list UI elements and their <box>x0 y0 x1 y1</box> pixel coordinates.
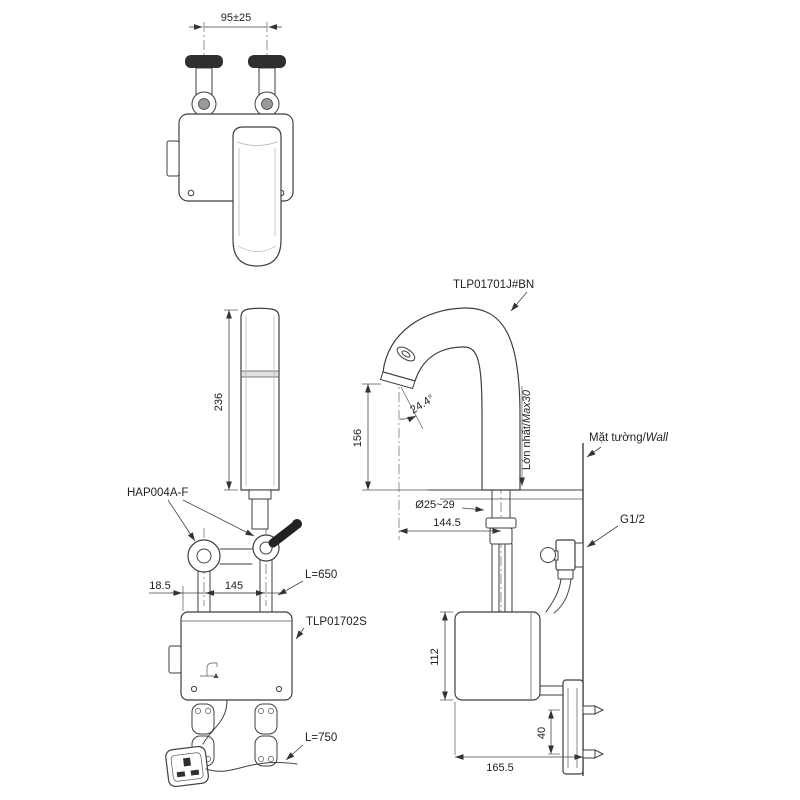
spout-angle-annotation: 24.4° <box>399 386 437 430</box>
controller-box-side <box>454 611 541 701</box>
top-view: 95±25 <box>166 12 294 267</box>
hose-connector <box>489 527 513 545</box>
side-view: TLP01701J#BN 24.4° 156 Lớn nhất/Max30 <box>352 279 668 776</box>
valve-lever-handle <box>268 521 300 548</box>
g12-text: G1/2 <box>620 514 645 526</box>
mixing-valve-assembly <box>187 519 302 613</box>
dim-185-text: 18.5 <box>149 580 170 592</box>
dim-156-text: 156 <box>352 429 364 447</box>
dim-156-annotation: 156 <box>352 383 428 491</box>
front-view: 236 HAP004A-F 18.5 145 TLP0 <box>127 307 367 788</box>
hose-length-label: L=650 <box>277 569 337 596</box>
wall-screw <box>582 749 605 759</box>
dim-95-text: 95±25 <box>221 12 252 24</box>
l650-text: L=650 <box>305 569 337 581</box>
valve-part-label: HAP004A-F <box>127 487 255 542</box>
faucet-icon <box>200 662 218 677</box>
dia-text: Ø25~29 <box>415 499 454 511</box>
screw <box>187 189 195 197</box>
water-drop-icon <box>213 673 219 678</box>
dim-40-annotation: 40 <box>536 709 560 755</box>
spout-outlet-face <box>379 371 416 390</box>
dim-145-text: 145 <box>225 580 243 592</box>
max30-text: Lớn nhất/Max30 <box>521 389 533 470</box>
dim-95-annotation: 95±25 <box>189 12 282 30</box>
angle-stop-valve <box>540 539 584 614</box>
cord-length-label: L=750 <box>285 732 337 761</box>
gooseneck-spout-side-view <box>379 307 521 491</box>
dim-1655-annotation: 165.5 <box>454 702 583 774</box>
dim-236-annotation: 236 <box>213 309 238 491</box>
model-label: TLP01701J#BN <box>453 279 534 312</box>
dim-185-145-annotation: 18.5 145 <box>149 580 281 611</box>
dim-40-text: 40 <box>536 727 548 739</box>
dim-1655-text: 165.5 <box>486 762 514 774</box>
controller-label: TLP01702S <box>295 616 367 640</box>
box-side-tab <box>168 645 182 674</box>
power-cord <box>205 762 298 772</box>
wall-label: Mặt tường/Wall <box>586 432 668 458</box>
power-cord-and-plug <box>165 699 298 788</box>
controller-box-front <box>168 611 293 701</box>
hap004a-text: HAP004A-F <box>127 487 188 499</box>
power-plug <box>165 745 209 788</box>
valve-handle <box>540 547 556 563</box>
max-thickness-annotation: Lớn nhất/Max30 <box>519 386 533 486</box>
left-supply-post <box>185 55 223 117</box>
faucet-body-front-view <box>240 307 280 530</box>
wall-text: Mặt tường/Wall <box>589 432 668 444</box>
dim-112-annotation: 112 <box>429 611 453 701</box>
dim-236-text: 236 <box>213 393 225 411</box>
screw <box>190 685 198 693</box>
l750-text: L=750 <box>305 732 337 744</box>
right-supply-post <box>248 55 286 117</box>
angle-text: 24.4° <box>408 393 436 417</box>
wall-screw <box>582 705 605 715</box>
spout-cylinder-top-view <box>232 126 282 267</box>
dim-112-text: 112 <box>429 648 441 666</box>
hole-diameter-annotation: Ø25~29 <box>415 499 485 513</box>
dim-1445-text: 144.5 <box>433 517 461 529</box>
shank-and-hoses <box>485 489 517 613</box>
mounting-bracket <box>539 679 605 775</box>
tlp01702s-text: TLP01702S <box>306 616 367 628</box>
mounting-nut <box>485 517 517 529</box>
side-tab <box>166 140 180 177</box>
dim-1445-annotation: 144.5 <box>399 517 501 534</box>
thread-label: G1/2 <box>586 514 645 548</box>
screw <box>275 685 283 693</box>
tlp01701j-text: TLP01701J#BN <box>453 279 534 291</box>
